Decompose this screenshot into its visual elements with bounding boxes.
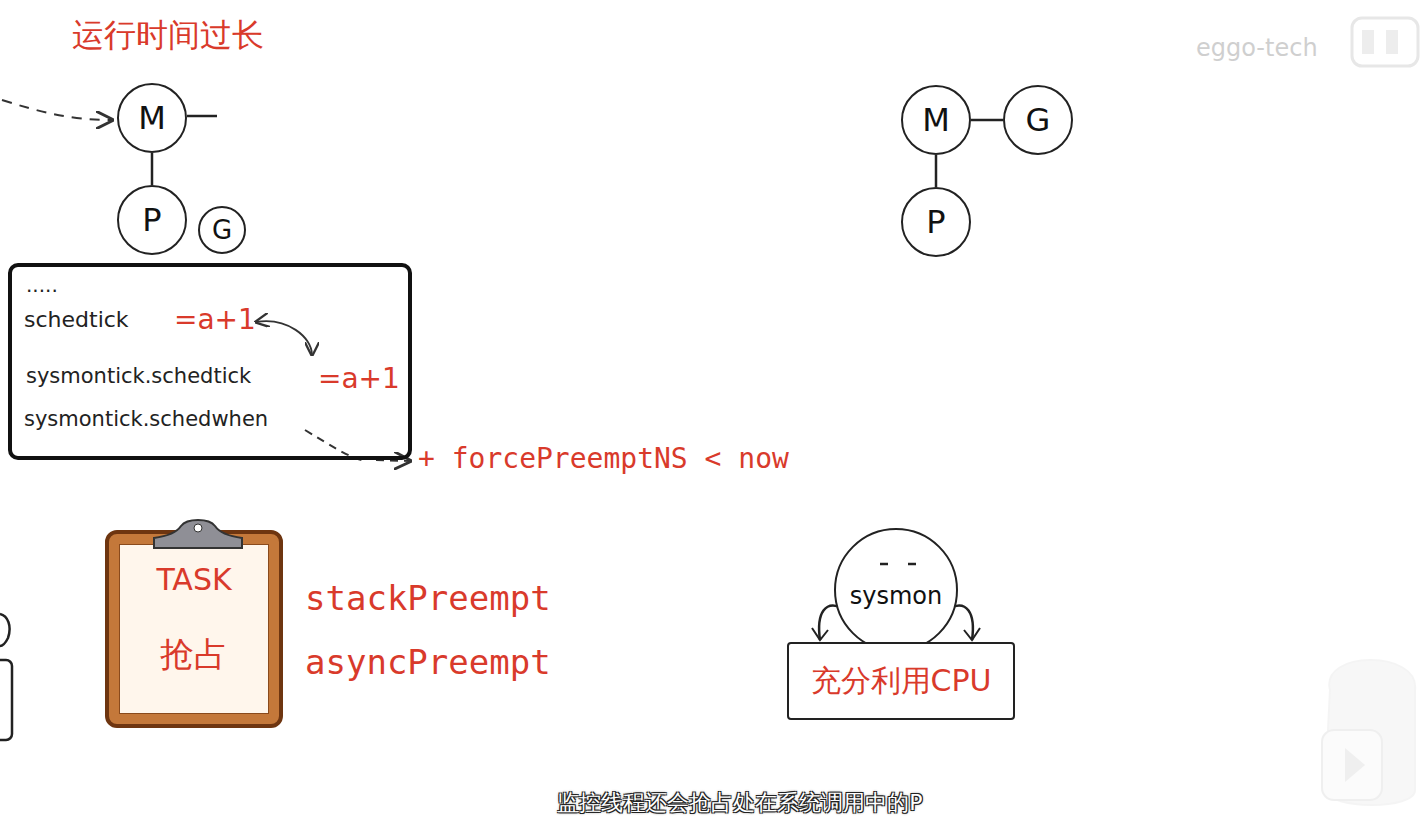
node-label: M bbox=[138, 99, 166, 137]
play-icon bbox=[1322, 660, 1415, 805]
clip-hole bbox=[194, 524, 202, 532]
hand bbox=[964, 628, 980, 640]
task-text: 抢占 bbox=[109, 632, 279, 678]
goroutine-circle: G bbox=[1003, 85, 1073, 155]
eye bbox=[880, 563, 888, 566]
dashed-leader bbox=[376, 460, 410, 461]
link-line bbox=[151, 153, 154, 185]
machine-circle: M bbox=[117, 83, 187, 153]
field-name: sysmontick.schedwhen bbox=[24, 407, 268, 431]
logo bbox=[1352, 18, 1418, 66]
field-name: sysmontick.schedtick bbox=[26, 364, 251, 388]
eye bbox=[908, 563, 916, 566]
goroutine-circle: G bbox=[198, 206, 246, 254]
figure-head bbox=[0, 614, 10, 646]
node-label: G bbox=[1026, 101, 1051, 139]
sign-text: 充分利用CPU bbox=[811, 661, 992, 702]
machine-circle: M bbox=[901, 85, 971, 155]
processor-circle: P bbox=[901, 187, 971, 257]
node-label: P bbox=[926, 203, 945, 241]
subtitle: 监控线程还会抢占处在系统调用中的P bbox=[0, 788, 1428, 818]
preempt-kind: asyncPreempt bbox=[305, 642, 551, 682]
sync-arrow-path bbox=[256, 321, 312, 355]
sysmon-character: sysmon bbox=[834, 528, 958, 652]
field-name: ..... bbox=[26, 273, 58, 297]
dashed-arrow bbox=[2, 100, 112, 120]
title: 运行时间过长 bbox=[72, 14, 264, 58]
node-label: G bbox=[212, 215, 232, 245]
struct-box: ..... schedtick =a+1 sysmontick.schedtick =a… bbox=[8, 263, 412, 460]
dashed-leader bbox=[305, 430, 362, 460]
sign-box: 充分利用CPU bbox=[787, 642, 1015, 720]
preempt-kind: stackPreempt bbox=[305, 578, 551, 618]
node-label: M bbox=[922, 101, 950, 139]
figure-body bbox=[0, 660, 12, 740]
node-label: sysmon bbox=[850, 582, 942, 610]
link-stub bbox=[187, 115, 217, 118]
clip-shape bbox=[154, 520, 242, 548]
node-label: P bbox=[142, 201, 161, 239]
clip bbox=[109, 518, 287, 558]
link-line bbox=[971, 119, 1003, 122]
link-line bbox=[935, 155, 938, 187]
value-note: =a+1 bbox=[174, 303, 256, 336]
task-clipboard: TASK 抢占 bbox=[105, 530, 283, 728]
field-name: schedtick bbox=[24, 307, 129, 332]
watermark: eggo-tech bbox=[1196, 34, 1318, 62]
processor-circle: P bbox=[117, 185, 187, 255]
task-text: TASK bbox=[109, 562, 279, 597]
hand bbox=[812, 628, 828, 640]
value-note: =a+1 bbox=[318, 362, 400, 395]
condition-note: + forcePreemptNS < now bbox=[418, 442, 789, 475]
